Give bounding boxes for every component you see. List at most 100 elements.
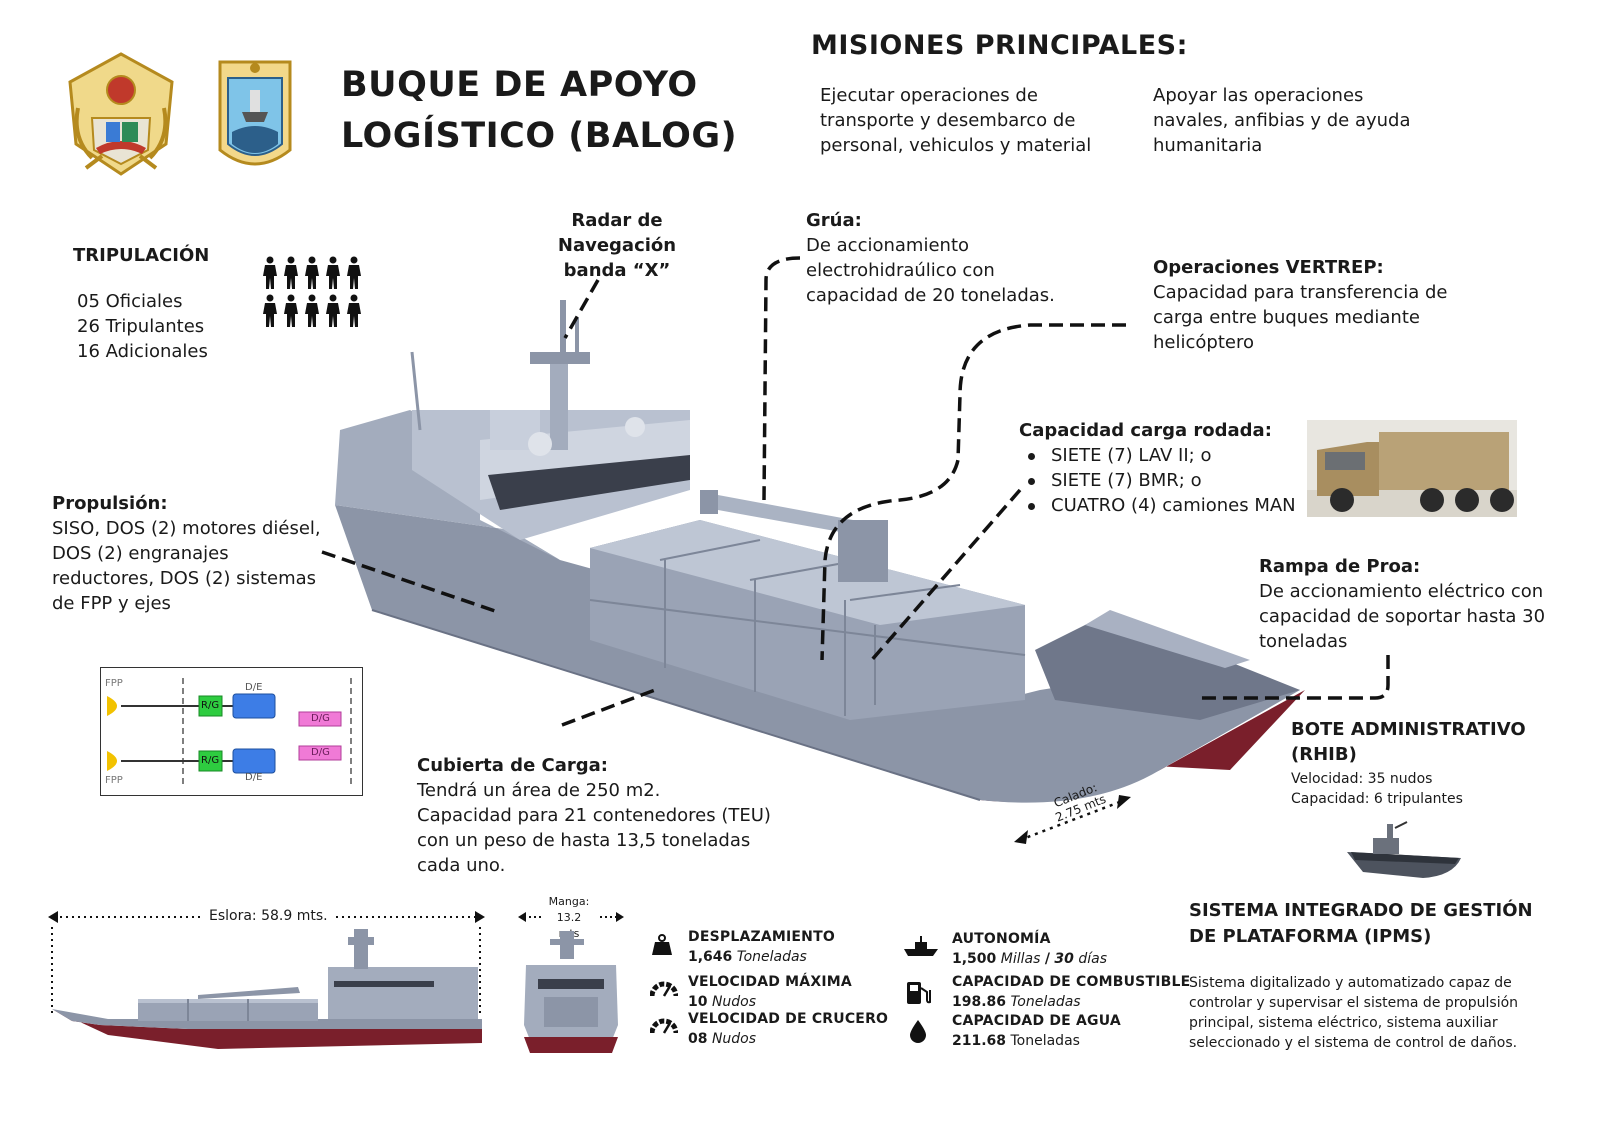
title-line-1: BUQUE DE APOYO xyxy=(341,65,698,105)
length-dimension xyxy=(48,911,485,923)
mission-1-line-3: personal, vehiculos y material xyxy=(820,135,1092,156)
beam-label: Manga: 13.2 mts xyxy=(540,894,598,942)
person-icon xyxy=(347,294,361,327)
ipms-line-3: principal, sistema eléctrico, sistema au… xyxy=(1189,1015,1498,1031)
man-truck-image xyxy=(1307,420,1517,517)
crane-line-3: capacidad de 20 toneladas. xyxy=(806,285,1055,306)
containers xyxy=(589,520,1026,720)
dg-label-bottom: D/G xyxy=(311,747,330,758)
propulsion-callout: Propulsión: SISO, DOS (2) motores diésel… xyxy=(52,491,322,616)
spec-autonomy: AUTONOMÍA 1,500 Millas / 30 días xyxy=(903,929,1183,969)
rhib-speed: Velocidad: 35 nudos xyxy=(1291,771,1433,787)
propulsion-line-2: DOS (2) engranajes xyxy=(52,543,229,564)
title-line-2: LOGÍSTICO (BALOG) xyxy=(341,116,738,156)
rhib-callout: BOTE ADMINISTRATIVO (RHIB) Velocidad: 35… xyxy=(1291,717,1551,809)
person-icon xyxy=(263,256,277,289)
person-icon xyxy=(326,294,340,327)
person-icon xyxy=(305,256,319,289)
diesel-engine xyxy=(232,693,276,719)
radar-line-1: Radar de Navegación xyxy=(557,210,677,256)
draft-dimension xyxy=(1014,795,1131,844)
diesel-generator xyxy=(298,711,342,727)
vertrep-line-1: Capacidad para transferencia de xyxy=(1153,282,1448,303)
ipms-heading-line-2: DE PLATAFORMA (IPMS) xyxy=(1189,926,1432,947)
crane xyxy=(700,490,888,582)
person-icon xyxy=(284,256,298,289)
reduction-gear xyxy=(198,695,223,717)
speedometer-icon xyxy=(650,1018,678,1034)
cargo-deck-callout: Cubierta de Carga: Tendrá un área de 250… xyxy=(417,753,777,878)
mission-1: Ejecutar operaciones de transporte y des… xyxy=(820,83,1120,158)
spec-cruise-speed-title: VELOCIDAD DE CRUCERO xyxy=(688,1011,889,1027)
spec-autonomy-title: AUTONOMÍA xyxy=(952,931,1051,947)
propeller-icon xyxy=(107,696,117,716)
mission-2-line-2: navales, anfibias y de ayuda xyxy=(1153,110,1411,131)
crane-callout: Grúa: De accionamiento electrohidraúlico… xyxy=(806,208,1086,308)
de-label-top: D/E xyxy=(245,682,263,693)
crew-officers: 05 Oficiales xyxy=(77,291,183,312)
cargo-deck-line-3: con un peso de hasta 13,5 toneladas xyxy=(417,830,751,851)
rhib-boat-image xyxy=(1343,818,1467,884)
spec-max-speed-unit: Nudos xyxy=(711,994,757,1010)
ipms-line-4: seleccionado y el sistema de control de … xyxy=(1189,1035,1518,1051)
rolling-cargo-callout: Capacidad carga rodada: SIETE (7) LAV II… xyxy=(1019,418,1309,518)
spec-fuel-unit: Toneladas xyxy=(1010,994,1081,1010)
propulsion-line-3: reductores, DOS (2) sistemas xyxy=(52,568,317,589)
cargo-deck-line-2: Capacidad para 21 contenedores (TEU) xyxy=(417,805,771,826)
ship-front-profile xyxy=(518,912,624,1053)
spec-cruise-speed-unit: Nudos xyxy=(711,1031,757,1047)
weight-icon xyxy=(652,934,672,955)
cargo-deck-line-4: cada uno. xyxy=(417,855,506,876)
spec-max-speed-value: 10 xyxy=(688,994,708,1010)
cargo-deck-heading: Cubierta de Carga: xyxy=(417,755,609,776)
person-icon xyxy=(263,294,277,327)
bow-ramp-line-2: capacidad de soportar hasta 30 xyxy=(1259,606,1546,627)
spec-cruise-speed: VELOCIDAD DE CRUCERO 08 Nudos xyxy=(650,1009,900,1049)
propulsion-line-1: SISO, DOS (2) motores diésel, xyxy=(52,518,321,539)
rhib-heading-line-1: BOTE ADMINISTRATIVO xyxy=(1291,719,1526,740)
spec-displacement-title: DESPLAZAMIENTO xyxy=(688,929,835,945)
unit-emblem xyxy=(214,52,296,180)
vertrep-heading: Operaciones VERTREP: xyxy=(1153,257,1384,278)
vertrep-line-3: helicóptero xyxy=(1153,332,1254,353)
crane-heading: Grúa: xyxy=(806,210,862,231)
spec-autonomy-days-value: 30 xyxy=(1054,951,1074,967)
spec-water-title: CAPACIDAD DE AGUA xyxy=(952,1013,1121,1029)
ipms-line-1: Sistema digitalizado y automatizado capa… xyxy=(1189,975,1512,991)
ipms-line-2: controlar y supervisar el sistema de pro… xyxy=(1189,995,1519,1011)
spec-autonomy-days-unit: días xyxy=(1078,951,1107,967)
ipms-section: SISTEMA INTEGRADO DE GESTIÓN DE PLATAFOR… xyxy=(1189,898,1549,1053)
crew-list: 05 Oficiales 26 Tripulantes 16 Adicional… xyxy=(77,289,208,364)
cargo-deck-line-1: Tendrá un área de 250 m2. xyxy=(417,780,661,801)
navy-emblem xyxy=(62,48,180,182)
fpp-label-bottom: FPP xyxy=(105,775,123,786)
propulsion-diagram: FPP FPP R/G R/G D/E D/E D/G D/G xyxy=(100,667,363,796)
rg-label-top: R/G xyxy=(201,700,220,711)
leader-lines xyxy=(321,256,1390,727)
radar-callout: Radar de Navegación banda “X” xyxy=(510,208,724,283)
rolling-cargo-item: SIETE (7) BMR; o xyxy=(1019,468,1309,493)
dg-label-top: D/G xyxy=(311,713,330,724)
bow-ramp-line-1: De accionamiento eléctrico con xyxy=(1259,581,1544,602)
bow-ramp-heading: Rampa de Proa: xyxy=(1259,556,1421,577)
spec-fuel-value: 198.86 xyxy=(952,994,1007,1010)
spec-displacement-value: 1,646 xyxy=(688,949,733,965)
spec-fuel-title: CAPACIDAD DE COMBUSTIBLE xyxy=(952,974,1191,990)
speedometer-icon xyxy=(650,981,678,997)
vertrep-callout: Operaciones VERTREP: Capacidad para tran… xyxy=(1153,255,1473,355)
bow-ramp-line-3: toneladas xyxy=(1259,631,1348,652)
spec-water-value: 211.68 xyxy=(952,1033,1007,1049)
mast xyxy=(550,360,568,450)
person-icon xyxy=(284,294,298,327)
mission-1-line-1: Ejecutar operaciones de xyxy=(820,85,1038,106)
page-title: BUQUE DE APOYO LOGÍSTICO (BALOG) xyxy=(341,60,781,162)
crew-heading: TRIPULACIÓN xyxy=(73,245,210,266)
crew-figures-icon xyxy=(262,256,367,328)
fuel-pump-icon xyxy=(907,982,931,1004)
spec-max-speed: VELOCIDAD MÁXIMA 10 Nudos xyxy=(650,972,900,1012)
person-icon xyxy=(326,256,340,289)
rolling-cargo-heading: Capacidad carga rodada: xyxy=(1019,420,1272,441)
beam-label-line-2: 13.2 xyxy=(556,911,582,924)
spec-autonomy-unit: Millas xyxy=(1000,951,1041,967)
